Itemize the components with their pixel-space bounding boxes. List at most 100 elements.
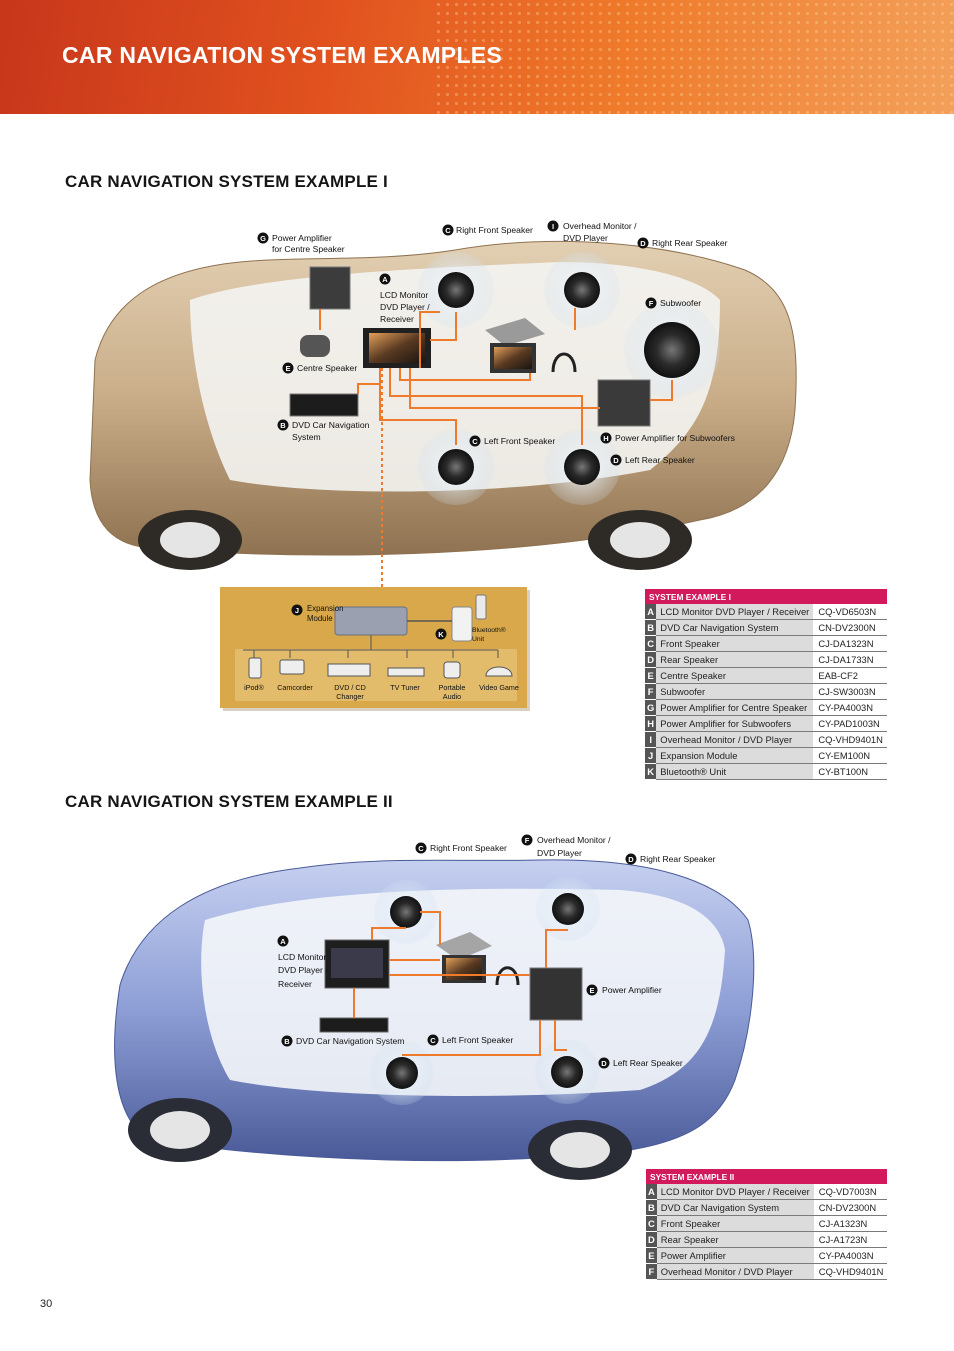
svg-text:Left Front Speaker: Left Front Speaker [442, 1035, 513, 1045]
table-cell-key: E [645, 667, 657, 684]
svg-text:K: K [438, 630, 444, 639]
label-c-bottom-2: C Left Front Speaker [427, 1034, 513, 1046]
svg-text:Left Front Speaker: Left Front Speaker [484, 436, 555, 446]
speaker-right-front-1 [418, 252, 494, 328]
svg-text:C: C [430, 1036, 436, 1045]
svg-text:D: D [601, 1059, 607, 1068]
table-cell-key: A [645, 604, 657, 620]
label-g-1: G Power Amplifier for Centre Speaker [257, 232, 345, 254]
dvd-nav-device-1 [289, 393, 359, 417]
banner-dot-pattern [434, 0, 954, 114]
label-c-top-2: C Right Front Speaker [415, 842, 507, 854]
label-d-bottom-1: D Left Rear Speaker [610, 454, 695, 466]
svg-text:Power Amplifier: Power Amplifier [602, 985, 662, 995]
label-d-bottom-2: D Left Rear Speaker [598, 1057, 683, 1069]
overhead-monitor-device-1 [485, 318, 545, 346]
label-f-2: F Overhead Monitor / DVD Player [521, 834, 611, 858]
svg-text:Overhead Monitor /: Overhead Monitor / [563, 221, 637, 231]
svg-text:D: D [613, 456, 619, 465]
label-i-1: I Overhead Monitor / DVD Player [547, 220, 637, 243]
svg-text:A: A [280, 937, 286, 946]
page-number: 30 [40, 1298, 53, 1310]
headphones-icon [551, 352, 577, 373]
svg-text:DVD Player /: DVD Player / [278, 965, 328, 975]
svg-text:Right Front Speaker: Right Front Speaker [430, 843, 507, 853]
svg-text:DVD Car Navigation: DVD Car Navigation [292, 420, 370, 430]
svg-text:D: D [640, 239, 646, 248]
table-cell-key: F [645, 683, 657, 700]
table-cell-model: CY-PA4003N [814, 1247, 888, 1264]
overhead-monitor-device-2 [436, 932, 492, 960]
table-cell-key: G [645, 699, 657, 716]
label-k: K Bluetooth® Unit [435, 626, 506, 643]
table-cell-desc: LCD Monitor DVD Player / Receiver [656, 604, 815, 620]
table-cell-model: CY-PA4003N [813, 699, 887, 716]
label-j: J Expansion Module [291, 604, 343, 623]
label-f-1: F Subwoofer [645, 297, 701, 309]
bluetooth-unit-device [451, 606, 473, 642]
svg-text:Receiver: Receiver [380, 314, 414, 324]
section-title-example-2: CAR NAVIGATION SYSTEM EXAMPLE II [65, 792, 393, 811]
svg-text:Expansion: Expansion [307, 604, 343, 613]
label-d-top-1: D Right Rear Speaker [637, 237, 728, 249]
wiring-lines-1 [319, 308, 673, 590]
table-cell-model: CQ-VD6503N [813, 604, 887, 620]
svg-text:F: F [649, 299, 654, 308]
svg-text:Bluetooth®: Bluetooth® [472, 626, 506, 634]
table-header: SYSTEM EXAMPLE II [646, 1169, 888, 1184]
svg-text:Camcorder: Camcorder [277, 683, 313, 692]
svg-text:Left Rear Speaker: Left Rear Speaker [625, 455, 695, 465]
table-cell-key: D [645, 651, 657, 668]
table-cell-desc: Expansion Module [656, 747, 815, 764]
table-cell-desc: Power Amplifier [656, 1247, 815, 1264]
svg-text:Module: Module [307, 614, 333, 623]
svg-text:H: H [603, 434, 608, 443]
table-cell-model: CJ-DA1323N [813, 635, 887, 652]
section-title-example-1: CAR NAVIGATION SYSTEM EXAMPLE I [65, 172, 388, 191]
table-cell-model: CJ-A1723N [814, 1231, 888, 1248]
label-c-top-1: C Right Front Speaker [442, 224, 533, 236]
table-cell-model: CN-DV2300N [813, 619, 887, 636]
tv-tuner-icon [387, 667, 425, 677]
table-cell-desc: Front Speaker [656, 635, 815, 652]
svg-text:Right Rear Speaker: Right Rear Speaker [640, 854, 716, 864]
speaker-left-rear-2 [535, 1040, 599, 1104]
speaker-right-front-2 [374, 880, 438, 944]
label-c-bottom-1: C Left Front Speaker [469, 435, 555, 447]
table-cell-model: CY-EM100N [813, 747, 887, 764]
wiring-lines-2 [353, 911, 568, 1056]
svg-text:LCD Monitor: LCD Monitor [380, 290, 428, 300]
table-cell-key: D [646, 1231, 657, 1248]
table-cell-key: B [645, 619, 657, 636]
table-header: SYSTEM EXAMPLE I [645, 589, 887, 604]
svg-text:DVD Player /: DVD Player / [380, 302, 430, 312]
table-cell-desc: Subwoofer [656, 683, 815, 700]
svg-text:System: System [292, 432, 321, 442]
lcd-receiver-device-2 [324, 939, 390, 989]
table-cell-key: B [646, 1199, 657, 1216]
svg-text:Receiver: Receiver [278, 979, 312, 989]
ipod-icon [248, 657, 262, 679]
camcorder-icon [279, 659, 305, 675]
table-cell-model: EAB-CF2 [813, 667, 887, 684]
svg-text:Right Front Speaker: Right Front Speaker [456, 225, 533, 235]
svg-text:Audio: Audio [443, 692, 461, 701]
label-e-2: E Power Amplifier [586, 984, 662, 996]
subwoofer-1 [624, 302, 720, 398]
table-cell-desc: DVD Car Navigation System [656, 1199, 815, 1216]
svg-text:D: D [628, 855, 634, 864]
game-controller-icon [485, 666, 513, 677]
table-cell-key: E [646, 1247, 657, 1264]
changer-icon [327, 663, 371, 677]
table-cell-key: F [646, 1263, 657, 1280]
centre-speaker-device-1 [300, 335, 330, 357]
